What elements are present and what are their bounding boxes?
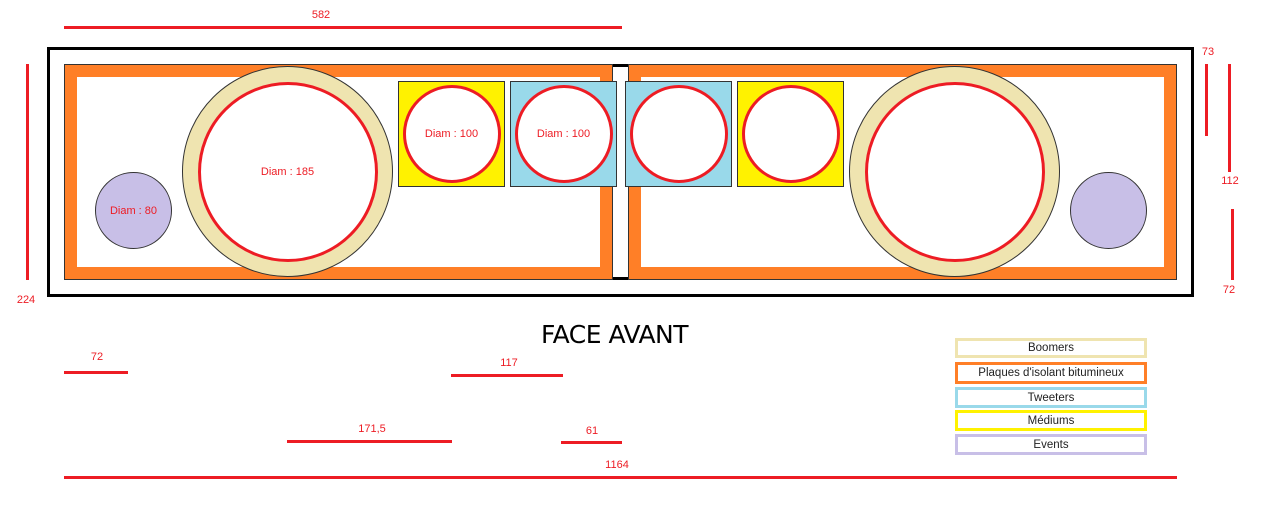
tweeter-right (625, 81, 732, 187)
dimension-line-112 (1228, 64, 1231, 172)
legend-item-tweeters: Tweeters (955, 387, 1147, 408)
medium-right (737, 81, 844, 187)
tweeter-left-cone: Diam : 100 (514, 85, 613, 183)
dimension-line-1164 (64, 476, 1177, 479)
legend-item-events: Events (955, 434, 1147, 455)
dimension-line-73 (1205, 64, 1208, 136)
diagram-title: FACE AVANT (541, 320, 689, 349)
medium-left-cone: Diam : 100 (402, 85, 501, 183)
tweeter-left: Diam : 100 (510, 81, 617, 187)
legend-item-boomers: Boomers (955, 338, 1147, 358)
dimension-line-582 (64, 26, 622, 29)
legend-label-boomers: Boomers (1027, 342, 1075, 354)
dimension-line-61 (561, 441, 622, 444)
tweeter-left-label: Diam : 100 (536, 128, 591, 140)
dimension-label-73: 73 (1201, 46, 1215, 58)
dimension-label-224: 224 (16, 294, 36, 306)
medium-left: Diam : 100 (398, 81, 505, 187)
center-gap-top-edge (613, 64, 628, 67)
medium-left-label: Diam : 100 (424, 128, 479, 140)
dimension-line-224 (26, 64, 29, 280)
legend-label-mediums: Médiums (1027, 414, 1075, 427)
dimension-line-72-right (1231, 209, 1234, 280)
legend-label-tweeters: Tweeters (1027, 391, 1075, 404)
tweeter-right-cone (629, 85, 728, 183)
boomer-right (849, 66, 1060, 277)
legend-item-insulation: Plaques d'isolant bitumineux (955, 362, 1147, 384)
boomer-left-label: Diam : 185 (260, 165, 315, 178)
vent-left-label: Diam : 80 (109, 204, 158, 217)
dimension-label-171-5: 171,5 (358, 423, 386, 435)
vent-left: Diam : 80 (95, 172, 172, 249)
dimension-label-72-bottom: 72 (90, 351, 104, 363)
dimension-label-582: 582 (311, 9, 331, 21)
dimension-line-72-bottom (64, 371, 128, 374)
dimension-line-171-5 (287, 440, 452, 443)
dimension-label-61: 61 (585, 425, 599, 437)
vent-right (1070, 172, 1147, 249)
dimension-label-112: 112 (1221, 175, 1239, 187)
legend-label-insulation: Plaques d'isolant bitumineux (978, 367, 1124, 379)
boomer-left: Diam : 185 (182, 66, 393, 277)
boomer-right-cone (864, 81, 1045, 262)
dimension-label-72-right: 72 (1222, 284, 1236, 296)
center-gap-bottom-edge (613, 277, 628, 280)
dimension-label-1164: 1164 (605, 459, 629, 471)
medium-right-cone (741, 85, 840, 183)
dimension-label-117: 117 (500, 357, 518, 369)
dimension-line-117 (451, 374, 563, 377)
legend-label-events: Events (1033, 438, 1069, 451)
boomer-left-cone: Diam : 185 (197, 81, 378, 262)
legend-item-mediums: Médiums (955, 410, 1147, 431)
